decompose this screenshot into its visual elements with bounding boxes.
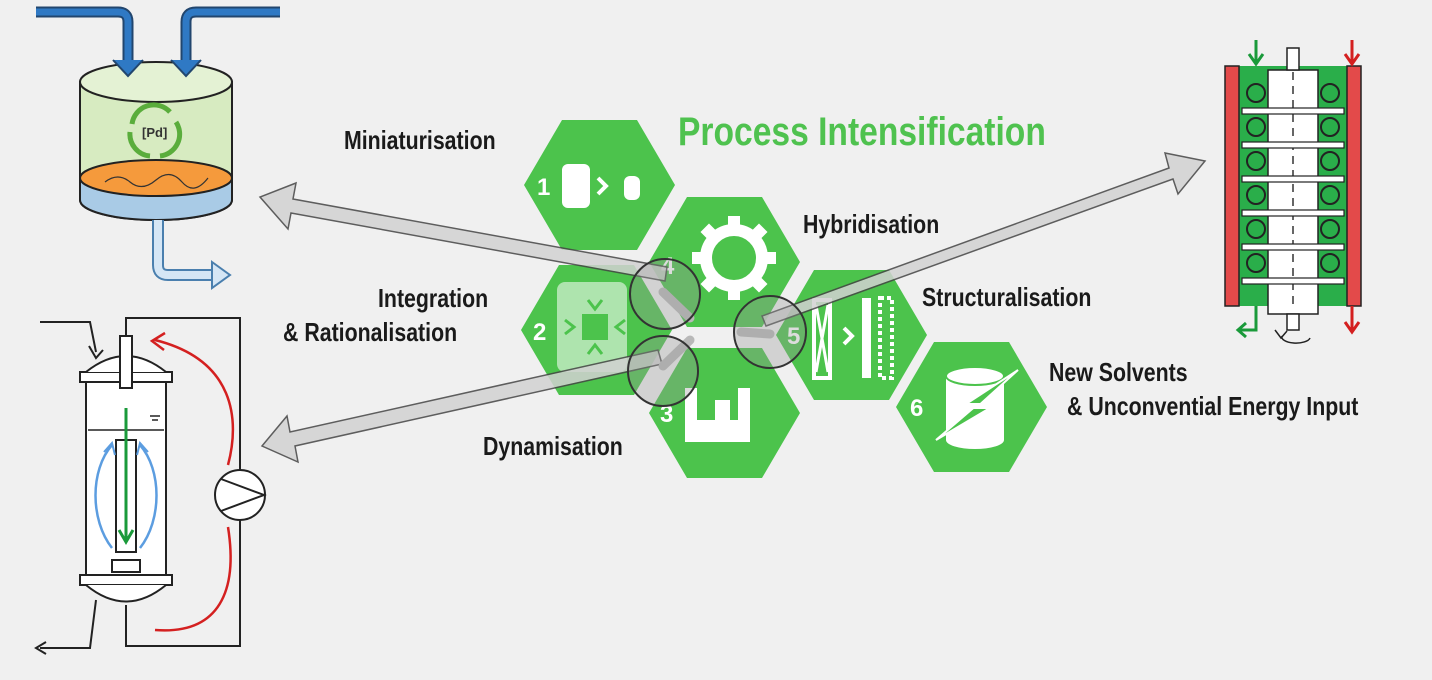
intersection-circle-bottom (627, 335, 699, 407)
connector-y-right (736, 327, 775, 339)
diagram-title: Process Intensification (678, 110, 1046, 154)
hexagon-2-integration: 2 (521, 265, 672, 395)
arrow-to-loop-reactor (260, 349, 663, 464)
rotor-column (1224, 40, 1362, 344)
gear-icon (692, 216, 776, 300)
integration-icon (557, 282, 627, 372)
hex-number-2: 2 (533, 319, 546, 346)
label-miniaturisation: Miniaturisation (344, 125, 496, 155)
label-dynamisation: Dynamisation (483, 431, 623, 461)
label-new-solvents: New Solvents (1049, 357, 1188, 387)
arrow-to-rotor-column (761, 152, 1207, 327)
hexagon-6-new-solvents: 6 (896, 342, 1047, 472)
label-hybridisation: Hybridisation (803, 209, 940, 239)
hexagon-1-miniaturisation: 1 (524, 120, 675, 250)
hex-number-6: 6 (910, 395, 923, 422)
dynamisation-icon (685, 388, 750, 442)
label-structuralisation: Structuralisation (922, 282, 1092, 312)
label-rationalisation: & Rationalisation (283, 317, 458, 347)
label-energy-input: & Unconvential Energy Input (1067, 391, 1359, 421)
intersection-circle-top (629, 258, 701, 330)
energy-input-icon (935, 366, 1019, 449)
hexagon-3-dynamisation: 3 (649, 348, 800, 478)
pd-catalyst-reactor: [Pd] (36, 6, 280, 290)
miniaturisation-icon (562, 164, 640, 208)
arrow-to-pd-reactor (258, 181, 668, 282)
hex-number-5: 5 (787, 323, 800, 350)
pd-catalyst-label: [Pd] (142, 125, 167, 140)
label-integration: Integration (378, 283, 489, 313)
hex-number-3: 3 (660, 401, 673, 428)
hex-number-1: 1 (537, 174, 550, 201)
hexagon-4-hybridisation: 4 (649, 197, 800, 327)
loop-reactor (34, 317, 267, 655)
intersection-circle-right (733, 295, 807, 369)
